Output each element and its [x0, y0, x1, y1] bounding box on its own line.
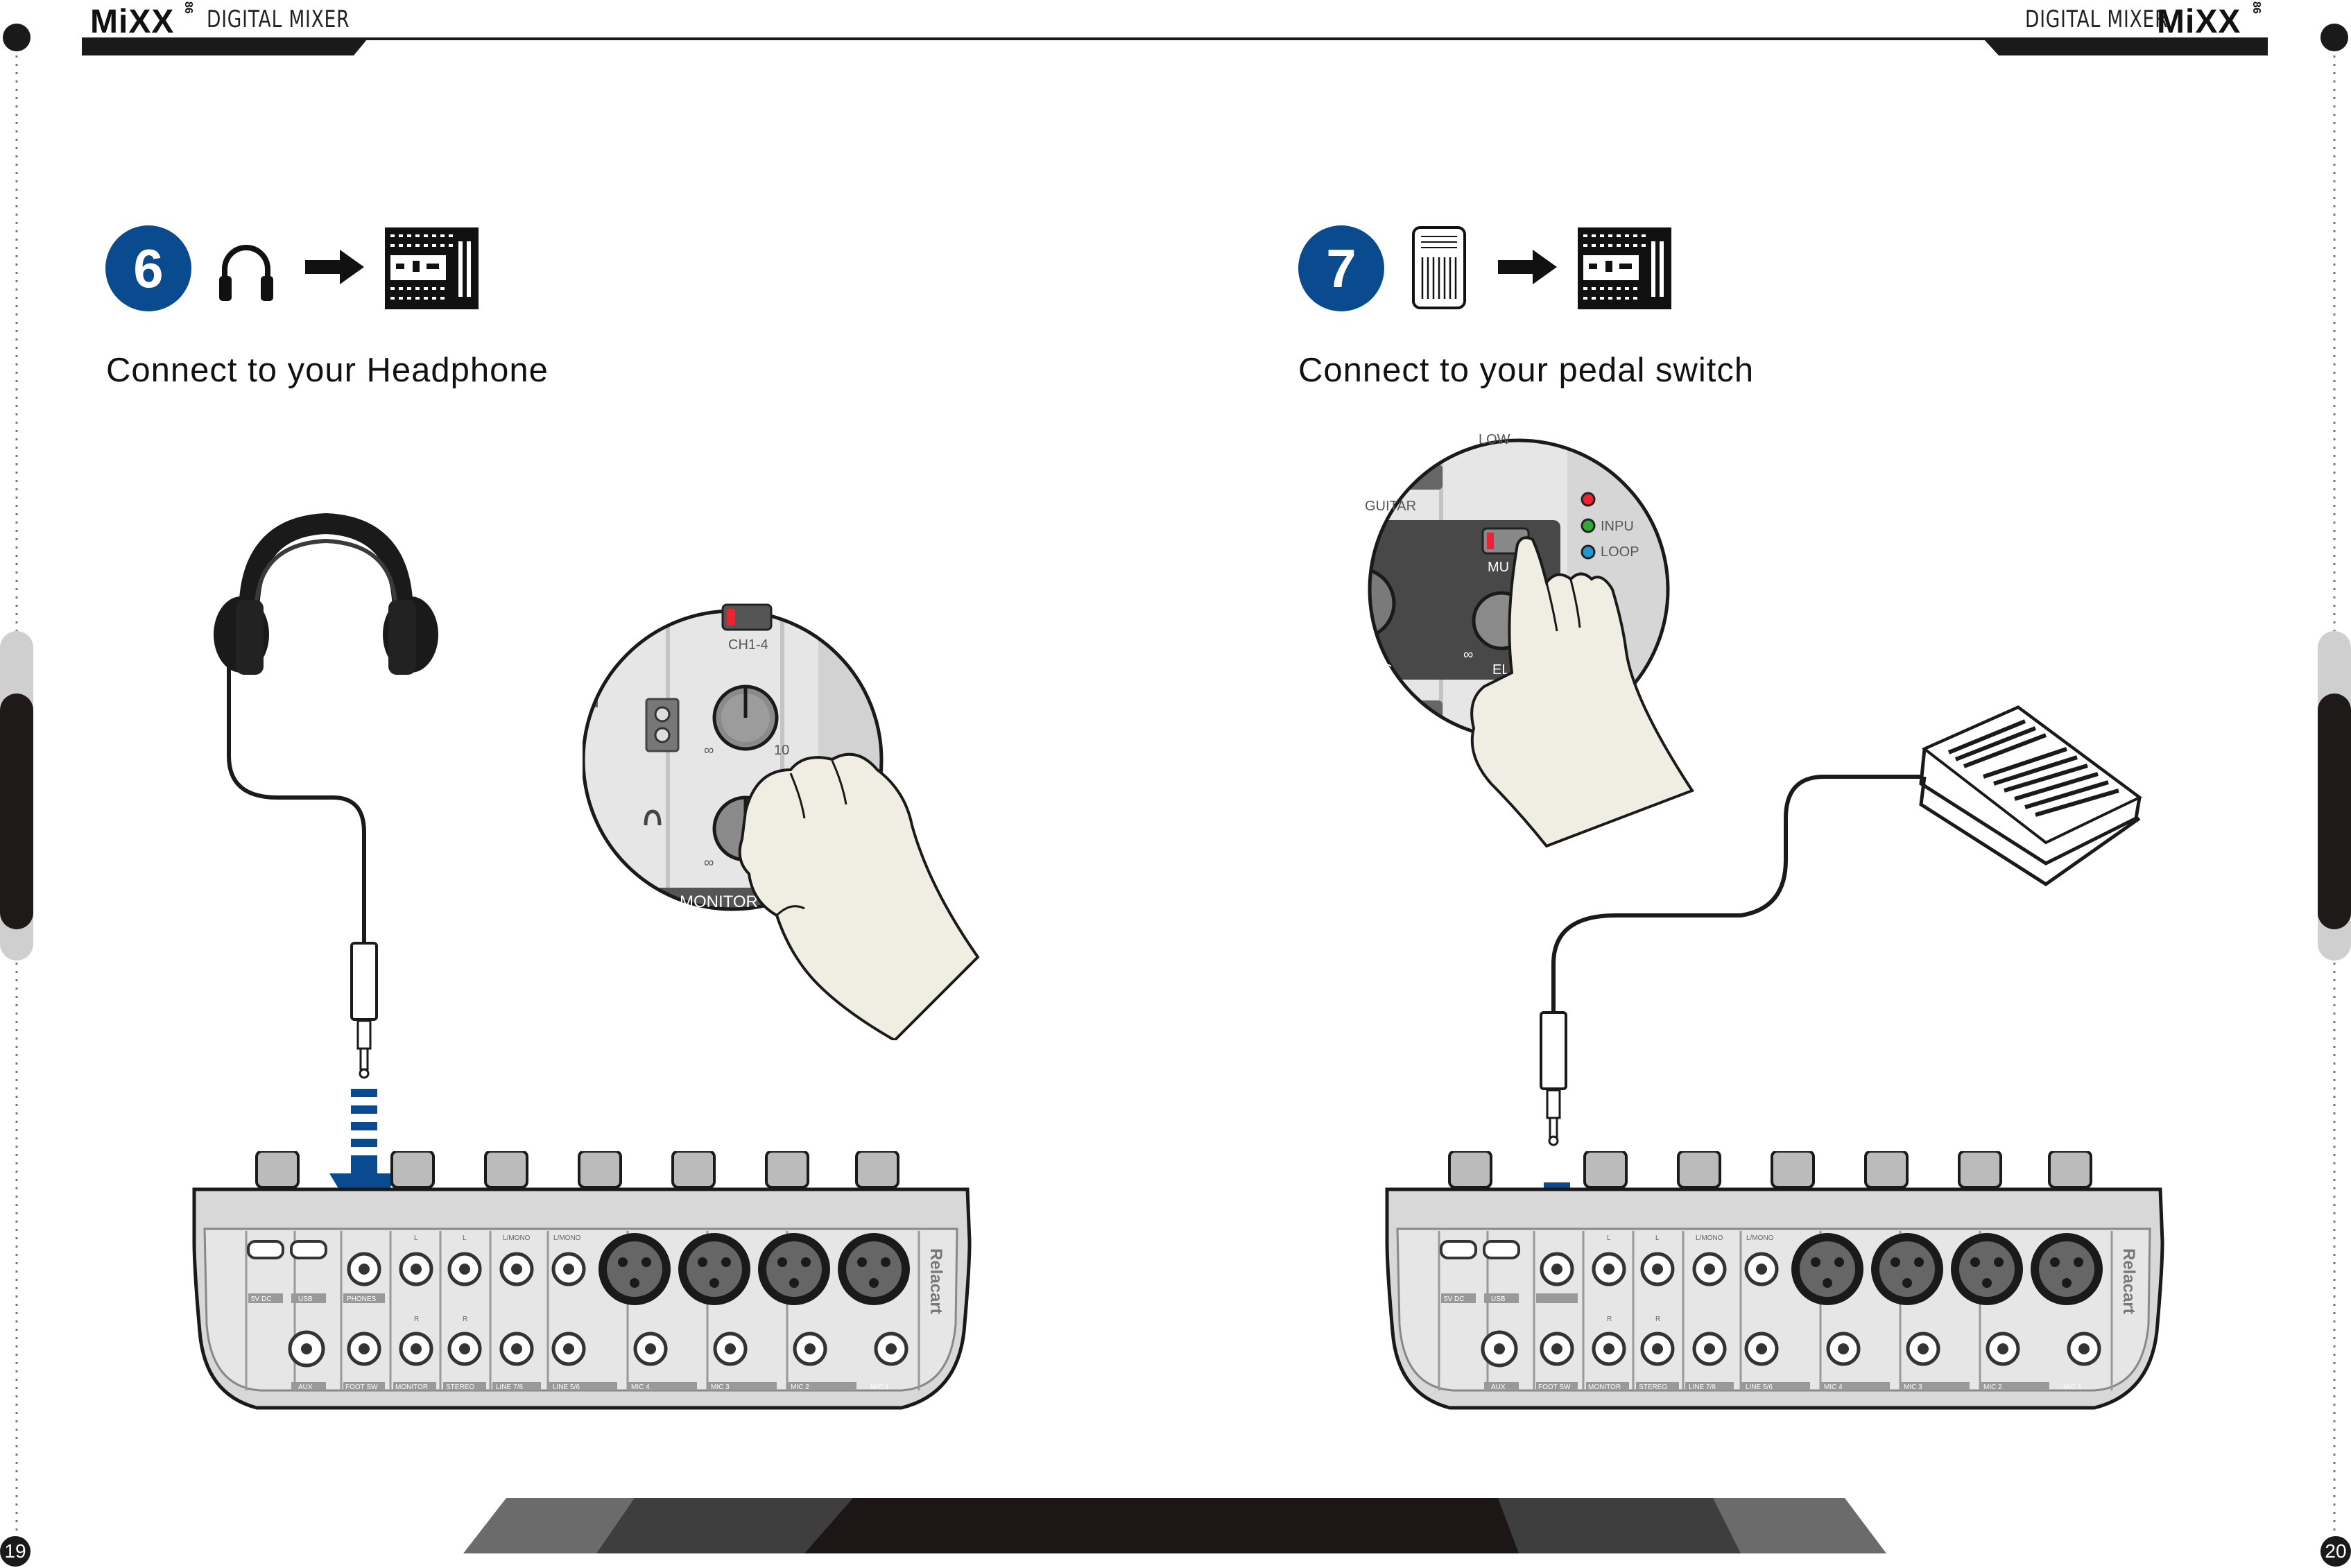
mixer-icon: [385, 227, 479, 309]
label-l-mono-2: L/MONO: [553, 1234, 581, 1242]
label-mic-2: MIC 2: [791, 1384, 809, 1391]
zoom-knob-min: ∞: [1463, 647, 1473, 662]
label-r-2-b: R: [1655, 1316, 1660, 1323]
label-l-1-b: L: [1607, 1234, 1611, 1242]
mixer-rear-panel-right: 5V DC USB L L L/MONO L/MONO R R AUX FOOT…: [1385, 1151, 2164, 1410]
zoom-low-label: LOW: [1479, 432, 1510, 447]
label-aux: AUX: [298, 1384, 313, 1391]
label-l-2-b: L: [1655, 1234, 1660, 1242]
pedal-switch-with-cable-illustration: [1551, 705, 2142, 1013]
label-r-1: R: [414, 1316, 419, 1323]
step-6-title: Connect to your Headphone: [106, 352, 549, 389]
label-line-56: LINE 5/6: [553, 1384, 580, 1391]
right-header-title: DIGITAL MIXER: [2025, 6, 2169, 33]
left-header-title: DIGITAL MIXER: [207, 6, 350, 33]
left-brand-sub: 86: [182, 1, 194, 14]
mixer-brand-2: Relacart: [2119, 1248, 2138, 1314]
page-number-right: 20: [2325, 1540, 2347, 1562]
label-l-2: L: [463, 1234, 467, 1242]
label-mic-3-2: MIC 3: [1904, 1384, 1922, 1391]
left-brand-logo: MiXX: [90, 3, 175, 40]
label-foot-sw-2: FOOT SW: [1538, 1384, 1571, 1391]
header-bars: [82, 37, 2268, 55]
label-phones: PHONES: [347, 1295, 377, 1303]
label-l-mono-1: L/MONO: [503, 1234, 531, 1242]
headphone-icon: [219, 245, 273, 301]
label-stereo: STEREO: [446, 1384, 474, 1391]
label-aux-2: AUX: [1491, 1384, 1506, 1391]
label-mic-1-2: MIC 1: [2063, 1384, 2082, 1391]
pedal-icon: [1412, 226, 1466, 309]
page-number-left: 19: [4, 1540, 26, 1562]
knob-2-min: ∞: [704, 855, 714, 870]
label-monitor: MONITOR: [395, 1384, 428, 1391]
label-usb: USB: [298, 1295, 313, 1303]
label-mic-1: MIC 1: [870, 1384, 889, 1391]
zoom-input-label: INPU: [1601, 519, 1634, 534]
label-l-1: L: [414, 1234, 418, 1242]
zoom-presets-label: ESETS: [1347, 662, 1393, 678]
label-foot-sw: FOOT SW: [345, 1384, 378, 1391]
right-brand-logo: MiXX: [2157, 3, 2241, 40]
arrow-right-icon: [305, 250, 364, 284]
zoom-guitar-label: GUITAR: [1365, 499, 1416, 514]
arrow-right-icon-2: [1498, 250, 1557, 284]
zoom-loop-label: LOOP: [1601, 544, 1639, 560]
label-line-78-2: LINE 7/8: [1689, 1384, 1716, 1391]
label-line-78: LINE 7/8: [496, 1384, 523, 1391]
label-r-2: R: [463, 1316, 467, 1323]
headphone-with-cable-illustration: [214, 513, 438, 1079]
label-usb-2: USB: [1491, 1295, 1506, 1303]
zoom-ch14-label: CH1-4: [728, 637, 768, 653]
step-6-badge: 6: [105, 225, 191, 311]
pedal-plug: [1540, 1011, 1567, 1146]
label-stereo-2: STEREO: [1639, 1384, 1667, 1391]
label-mic-4-2: MIC 4: [1824, 1384, 1843, 1391]
step-6-number: 6: [133, 238, 164, 299]
knob-1-max: 10: [774, 743, 789, 758]
right-brand-sub: 86: [2250, 1, 2262, 14]
label-5v-dc: 5V DC: [251, 1295, 271, 1303]
mixer-icon-2: [1578, 227, 1671, 309]
label-line-56-2: LINE 5/6: [1746, 1384, 1773, 1391]
mixer-rear-panel-left: 5V DC USB PHONES L L L/MONO L/MONO R R A…: [192, 1151, 972, 1410]
zoom-monitor-label: MONITOR: [680, 893, 758, 911]
label-r-1-b: R: [1607, 1316, 1612, 1323]
label-monitor-2: MONITOR: [1588, 1384, 1621, 1391]
label-l-mono-2-b: L/MONO: [1746, 1234, 1774, 1242]
mute-button-zoom: LOW GUITAR ESETS INPU LOOP MU ∞ EL: [1347, 432, 1695, 848]
knob-1-min: ∞: [704, 743, 714, 758]
label-5v-dc-2: 5V DC: [1444, 1295, 1464, 1303]
label-mic-2-2: MIC 2: [1983, 1384, 2002, 1391]
monitor-knob-zoom: CH1-4 ∞ 10 ∞ 10 MONITOR: [583, 603, 980, 1040]
step-7-title: Connect to your pedal switch: [1298, 352, 1755, 389]
step-7-number: 7: [1326, 238, 1357, 299]
zoom-level-label: EL: [1492, 662, 1509, 678]
label-l-mono-1-b: L/MONO: [1696, 1234, 1723, 1242]
mixer-brand: Relacart: [927, 1248, 945, 1314]
step-7-badge: 7: [1298, 225, 1384, 311]
label-mic-3: MIC 3: [711, 1384, 730, 1391]
zoom-mute-label: MU: [1488, 560, 1509, 575]
label-mic-4: MIC 4: [631, 1384, 650, 1391]
